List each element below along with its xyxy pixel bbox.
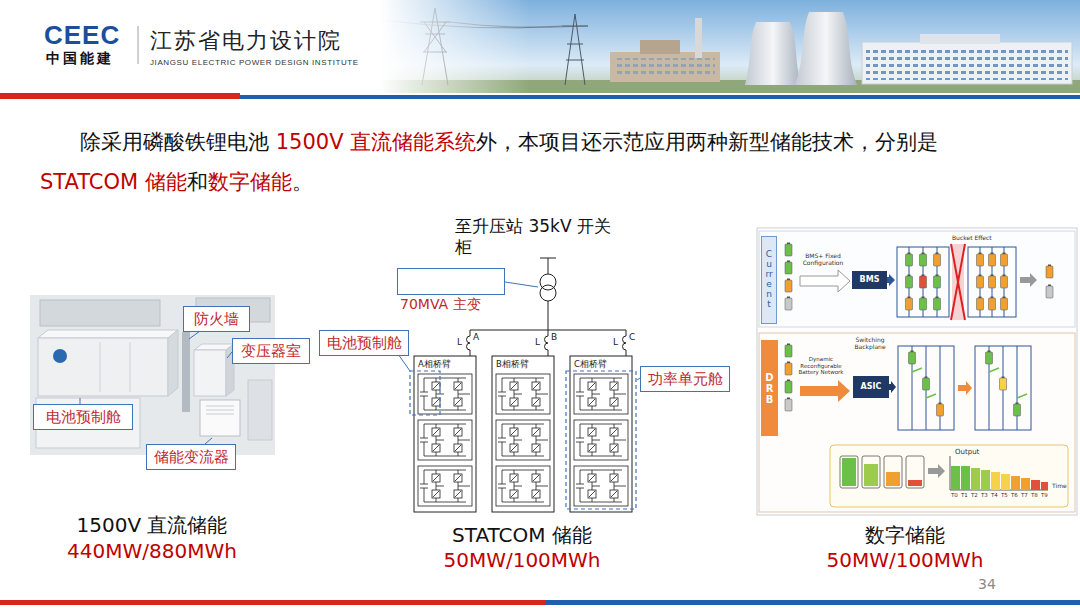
text-label: T7 [1021,492,1028,499]
callout-box: 电池预制舱 [319,330,409,356]
callout-box: 防火墙 [183,306,250,332]
text-label: Dynamic Reconfigurable Battery Network [795,356,847,376]
node-text: 70MVA 主变 [400,296,481,313]
text-label: JIANGSU ELECTRIC POWER DESIGN INSTITUTE [150,58,359,68]
text-label: 江苏省电力设计院 [150,28,342,54]
text-label: A相桥臂 [418,359,451,369]
text-label: T8 [1031,492,1038,499]
text-label: T6 [1011,492,1018,499]
node-text: ASIC [861,382,882,392]
text-label: STATCOM 储能 [392,523,652,547]
text-label: C [629,332,635,343]
callout-box: ASIC [853,376,889,398]
node-text: 电池预制舱 [327,334,402,352]
text-label: T1 [961,492,968,499]
text-label: 至升压站 35kV 开关柜 [455,216,615,259]
callout-box: BMS [852,271,887,289]
text-label: Output [955,448,979,456]
text-label: T3 [981,492,988,499]
callout-box: 功率单元舱 [640,366,730,392]
node-text: Current [765,250,774,309]
title-run: 和 [187,170,208,194]
text-label: T4 [991,492,998,499]
node-text: 防火墙 [194,310,239,328]
text-label: L [457,337,462,348]
text-label: 中国能建 [46,50,114,67]
text-label: A [473,332,479,343]
title-run: 除采用磷酸铁锂电池 [80,130,276,154]
callout-frame: 70MVA 主变 [397,268,505,295]
node-text: 变压器室 [241,342,301,360]
node-text: BMS [860,275,880,285]
vertical-band: DRB [761,340,778,436]
title-run: STATCOM 储能 [40,170,187,194]
text-label: Switching Backplane [850,337,890,351]
node-text: 电池预制舱 [46,408,121,426]
slide-title: 除采用磷酸铁锂电池 1500V 直流储能系统外，本项目还示范应用两种新型储能技术… [40,122,940,202]
node-text: DRB [765,372,775,405]
text-label: T9 [1041,492,1048,499]
text-label: T0 [951,492,958,499]
vertical-band: Current [761,236,777,324]
node-text: 功率单元舱 [648,370,723,388]
text-label: 1500V 直流储能 [22,513,282,537]
text-label: C相桥臂 [574,359,607,369]
text-label: 34 [978,576,996,593]
title-run: 1500V 直流储能系统 [276,130,476,154]
title-run: 。 [292,170,313,194]
text-label: 50MW/100MWh [775,548,1035,572]
text-label: B相桥臂 [496,359,529,369]
callout-box: 变压器室 [232,338,310,364]
text-label: Bucket Effect [952,234,992,241]
text-label: L [613,337,618,348]
text-label: T2 [971,492,978,499]
text-label: B [551,332,557,343]
text-label: BMS+ Fixed Configuration [797,253,849,267]
title-run: 数字储能 [208,170,292,194]
callout-box: 储能变流器 [146,444,236,470]
text-label: L [535,337,540,348]
title-run: 外，本项目还示范应用两种新型储能技术，分别是 [476,130,938,154]
text-label: T5 [1001,492,1008,499]
text-label: Time [1052,482,1067,489]
text-label: 50MW/100MWh [392,548,652,572]
node-text: 储能变流器 [154,448,229,466]
callout-box: 电池预制舱 [33,404,133,430]
text-label: 440MW/880MWh [22,539,282,563]
text-label: CEEC [44,20,120,51]
text-label: 数字储能 [775,523,1035,547]
